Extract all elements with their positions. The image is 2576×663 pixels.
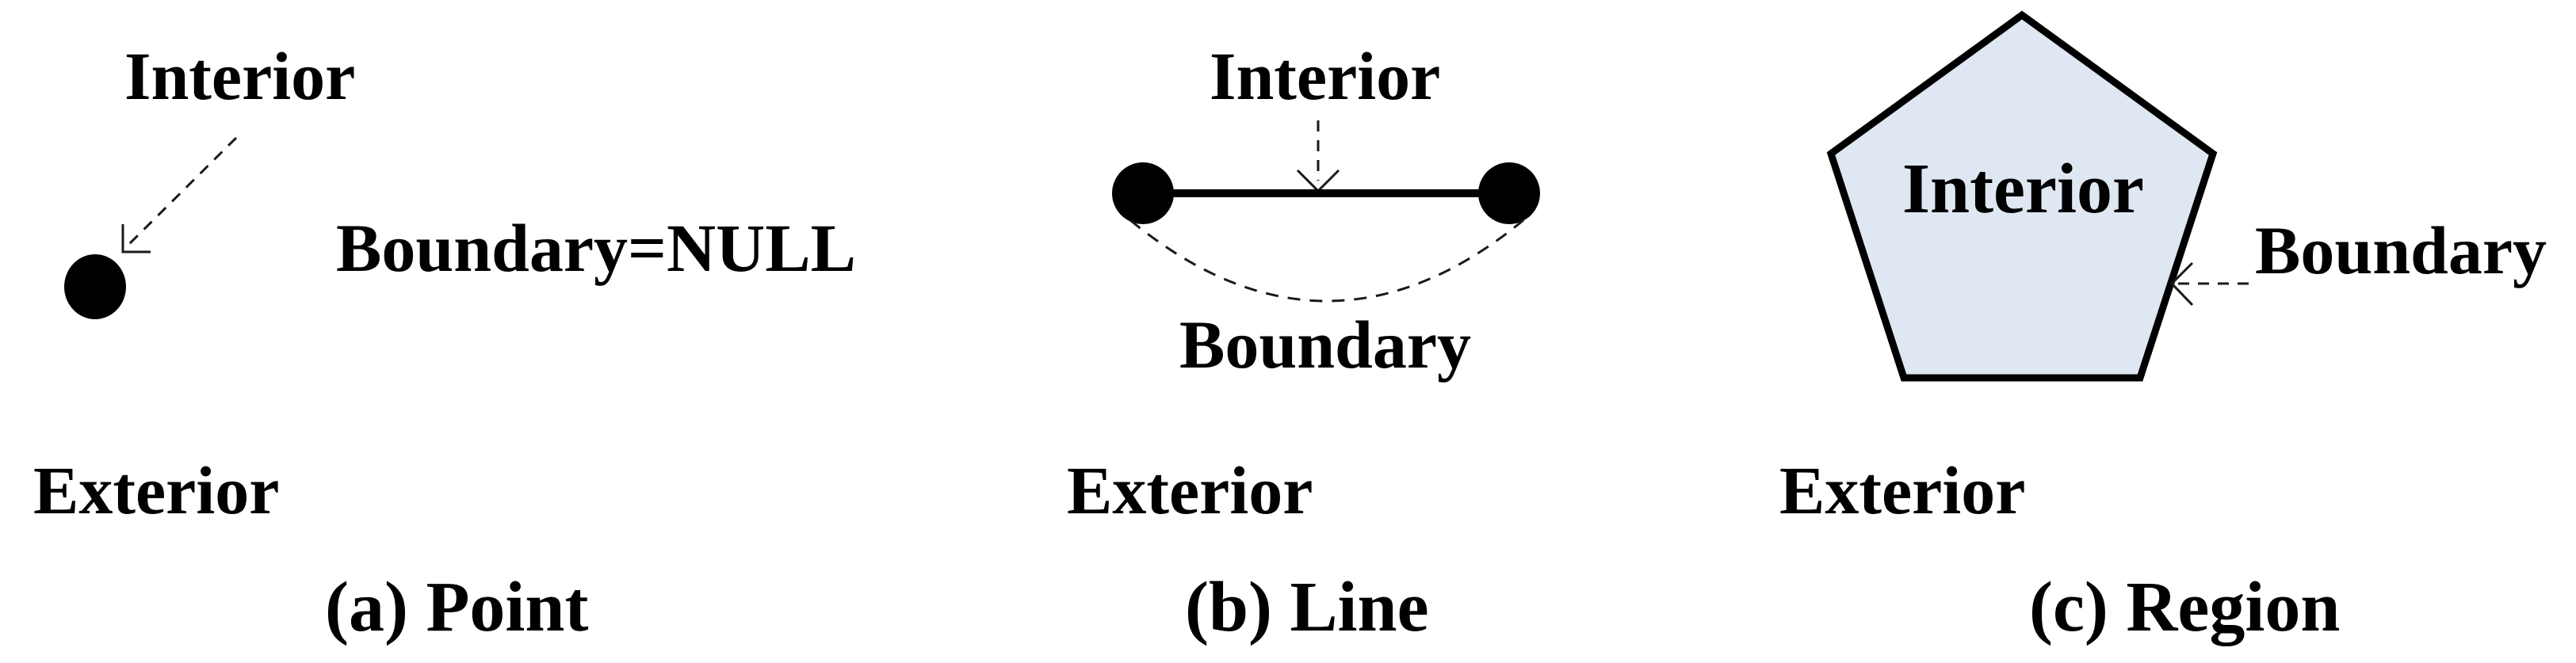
- boundary-pointer-arrowhead-icon: [2169, 261, 2194, 307]
- panel-c-interior-label: Interior: [1902, 150, 2144, 228]
- panel-b-boundary-label: Boundary: [1179, 307, 1472, 383]
- panel-a-interior-label: Interior: [124, 38, 356, 114]
- panel-c-exterior-label: Exterior: [1779, 452, 2026, 528]
- interior-pointer-arrowhead-icon: [121, 224, 151, 253]
- panel-a-exterior-label: Exterior: [33, 452, 280, 528]
- panel-b-exterior-label: Exterior: [1067, 452, 1313, 528]
- panel-line-shapes: [1112, 120, 1540, 303]
- panel-c-boundary-label: Boundary: [2255, 212, 2547, 288]
- panel-b-caption: (b) Line: [1185, 568, 1429, 646]
- point-geometry-dot: [64, 254, 126, 319]
- panel-point-shapes: [64, 136, 238, 319]
- panel-a-boundary-null-label: Boundary=NULL: [336, 210, 856, 286]
- line-endpoint-left: [1112, 162, 1174, 224]
- line-endpoint-right: [1478, 162, 1540, 224]
- panel-region-shapes: [1826, 10, 2251, 382]
- panel-b-interior-label: Interior: [1210, 38, 1441, 114]
- panel-c-caption: (c) Region: [2029, 568, 2341, 646]
- region-pentagon: [1826, 10, 2218, 382]
- panel-a-caption: (a) Point: [325, 568, 589, 646]
- interior-pointer-dashed-line: [126, 136, 238, 247]
- boundary-pointer-dashed-arc: [1129, 219, 1524, 303]
